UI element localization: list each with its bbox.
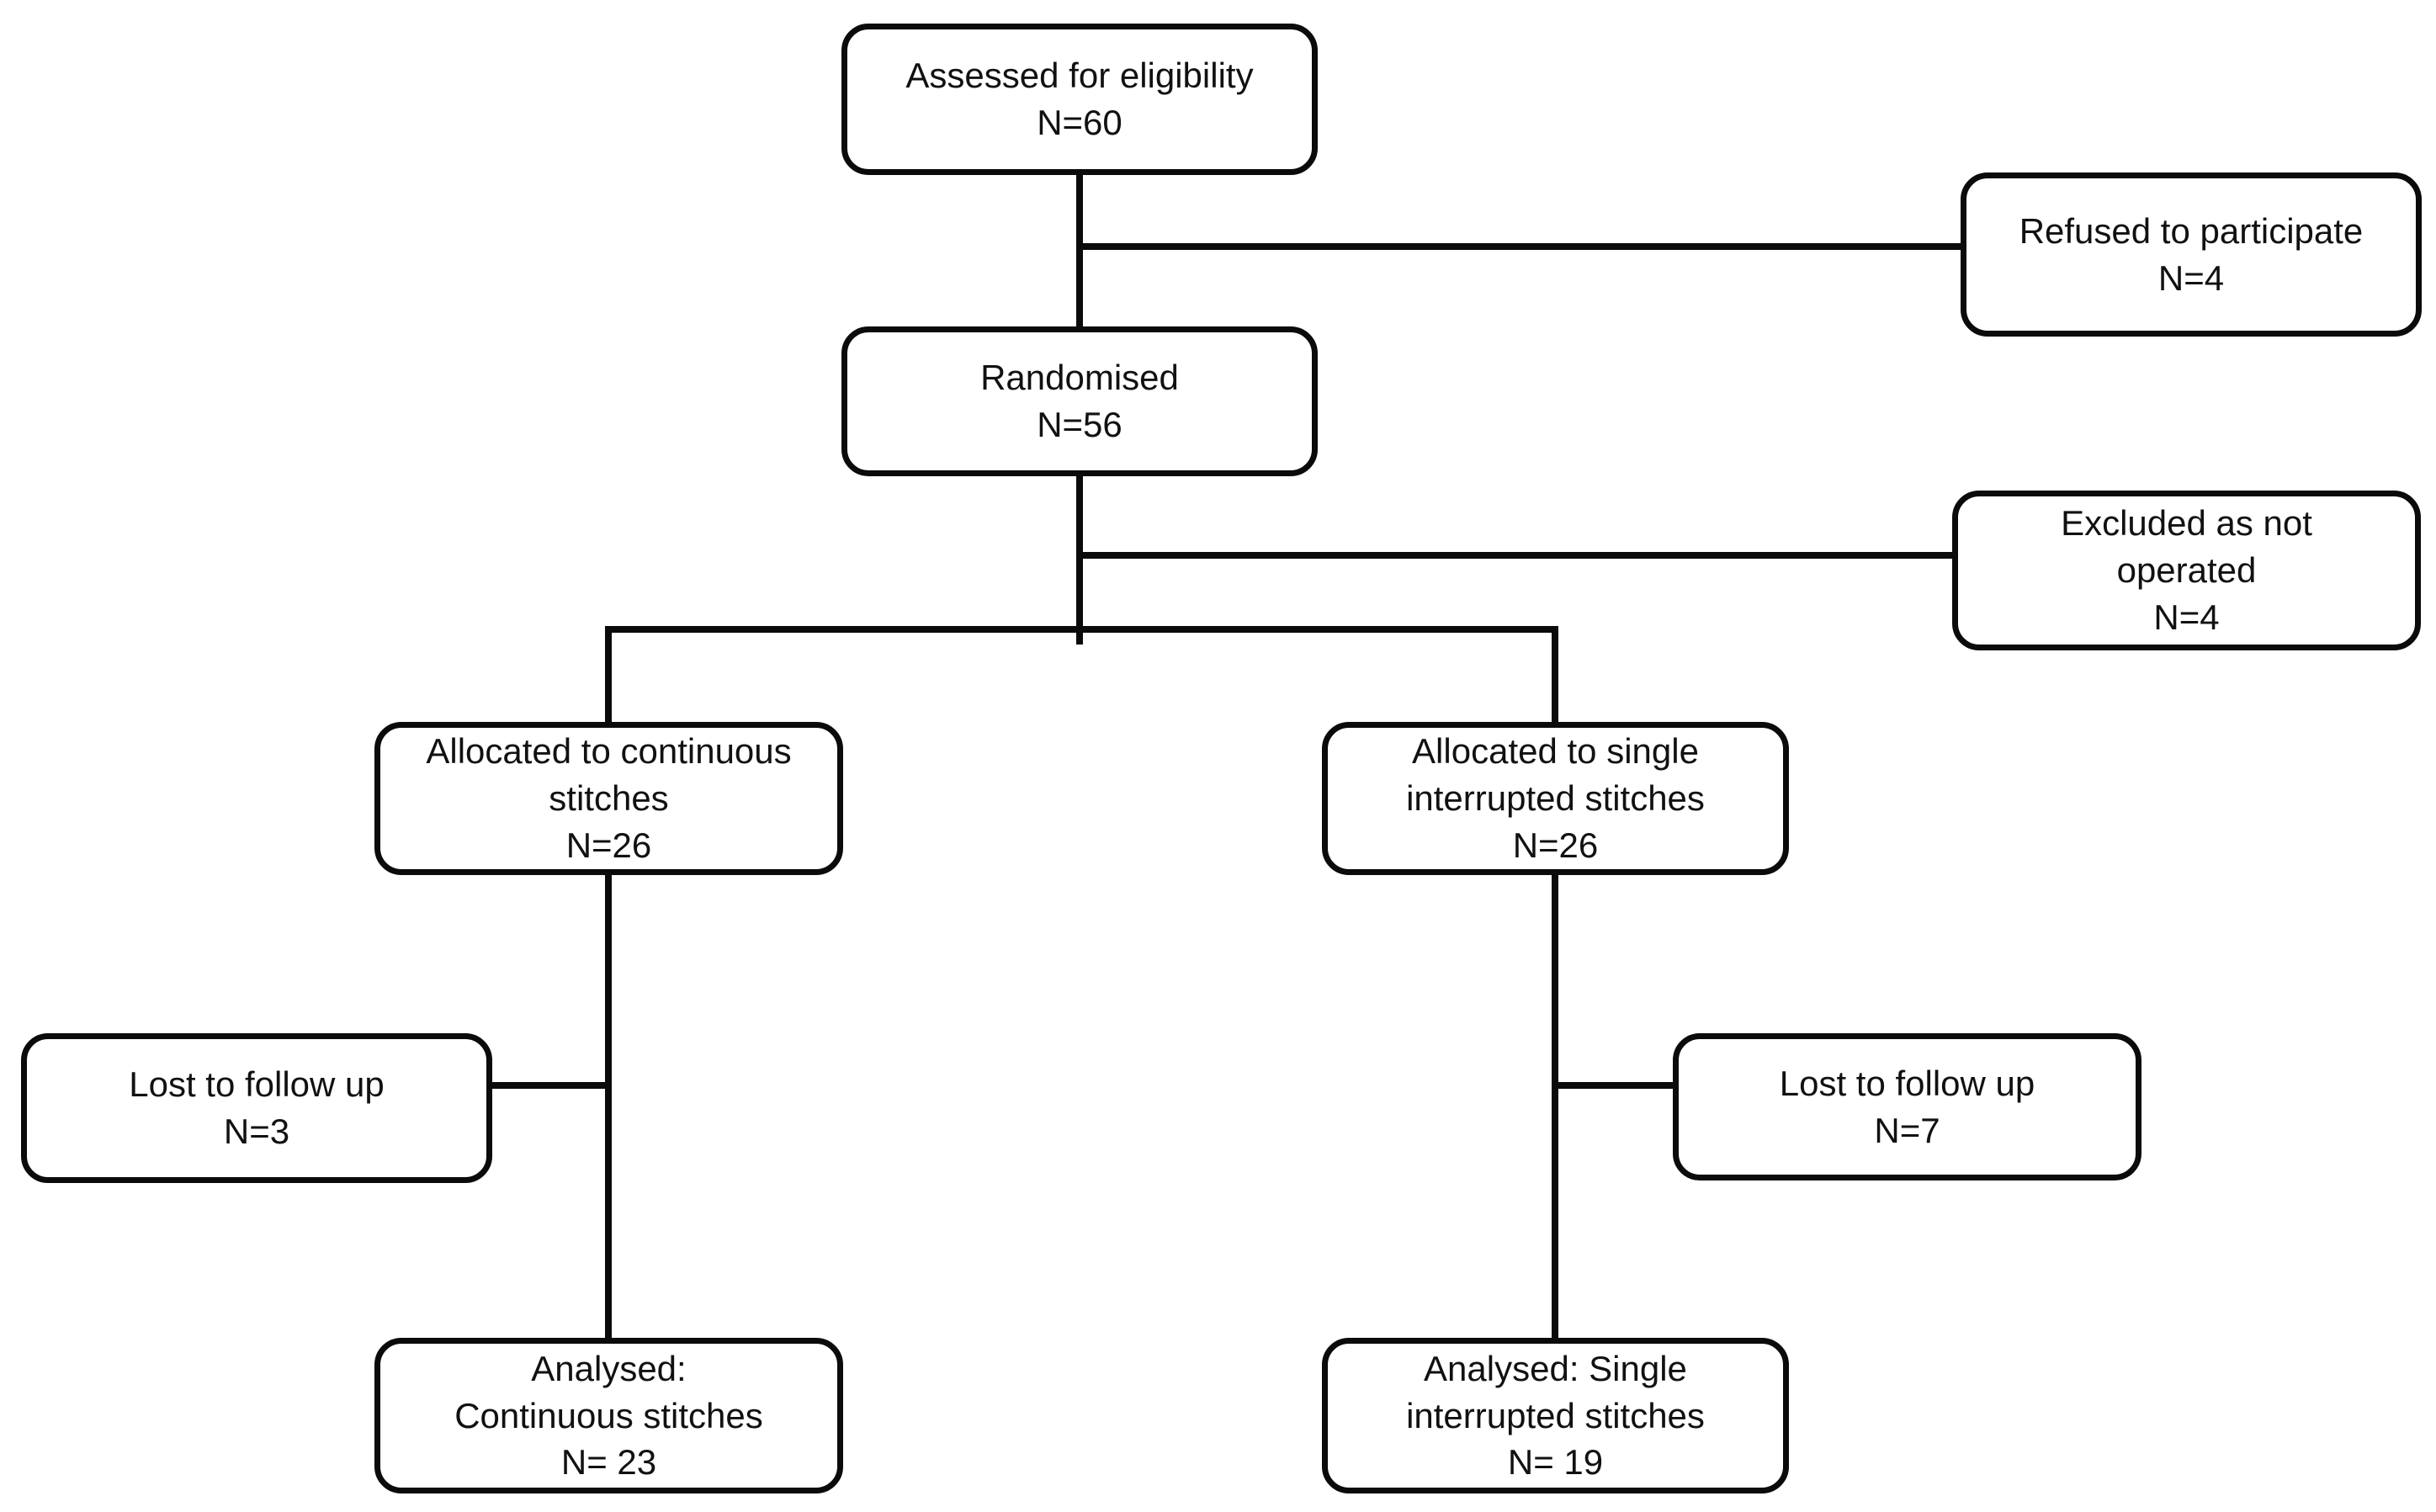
flow-node-allocated-single-interrupted: Allocated to single interrupted stitches…	[1322, 722, 1789, 875]
connector-split-right-drop-vertical	[1552, 626, 1558, 725]
flow-node-randomised: Randomised N=56	[841, 326, 1318, 476]
flow-node-excluded-not-operated: Excluded as not operated N=4	[1952, 491, 2421, 650]
connector-alloc-continuous-to-analysed-vertical	[605, 873, 612, 1341]
connector-alloc-interrupted-to-analysed-vertical	[1552, 873, 1558, 1341]
flow-node-refused-to-participate: Refused to participate N=4	[1961, 172, 2422, 337]
flow-node-analysed-continuous: Analysed: Continuous stitches N= 23	[374, 1338, 843, 1493]
connector-assessed-to-randomised-vertical	[1076, 173, 1083, 330]
connector-split-left-drop-vertical	[605, 626, 612, 725]
connector-randomised-down-vertical	[1076, 473, 1083, 645]
connector-branch-to-excluded-horizontal	[1080, 552, 1955, 559]
flow-node-analysed-single-interrupted: Analysed: Single interrupted stitches N=…	[1322, 1338, 1789, 1493]
flow-node-assessed-for-eligibility: Assessed for eligibility N=60	[841, 24, 1318, 175]
flow-node-lost-to-follow-up-continuous: Lost to follow up N=3	[21, 1033, 492, 1183]
connector-branch-to-lost-interrupted-horizontal	[1555, 1082, 1674, 1089]
connector-branch-to-lost-continuous-horizontal	[491, 1082, 612, 1089]
connector-branch-to-refused-horizontal	[1080, 243, 1963, 250]
connector-split-horizontal	[605, 626, 1558, 633]
flow-node-allocated-continuous: Allocated to continuous stitches N=26	[374, 722, 843, 875]
flow-node-lost-to-follow-up-interrupted: Lost to follow up N=7	[1673, 1033, 2141, 1180]
